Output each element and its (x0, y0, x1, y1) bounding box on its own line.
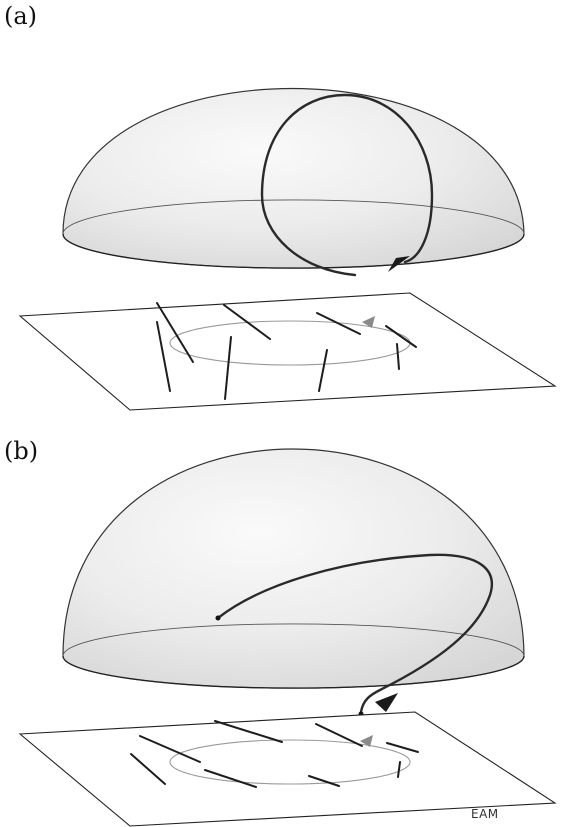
hemisphere-b (62, 448, 525, 689)
director-line (308, 775, 340, 787)
path-arrowhead-b (375, 693, 398, 712)
loop-curve-a (260, 93, 434, 277)
plane-b (18, 711, 557, 827)
director-field-a (156, 302, 417, 400)
panel-b: (b) EA (4, 437, 557, 827)
hemisphere-a-base-front (62, 233, 525, 269)
director-line (318, 349, 328, 392)
director-line (315, 723, 363, 747)
hemisphere-b-base-back (62, 623, 525, 657)
director-line (130, 753, 166, 785)
hemisphere-b-base-front (62, 655, 525, 689)
director-line (204, 769, 257, 788)
director-line (224, 336, 232, 400)
director-line (386, 742, 419, 753)
director-line (223, 304, 271, 340)
closed-loop-path-a (260, 93, 434, 277)
plane-a (18, 292, 557, 411)
hemisphere-a-base-back (62, 199, 525, 235)
loop-arrowhead-a (388, 256, 410, 272)
projected-arrow-a (362, 316, 375, 328)
path-curve-b (216, 553, 493, 714)
hemisphere-a-surface (62, 87, 525, 269)
director-line (156, 321, 171, 392)
panel-b-label: (b) (4, 437, 38, 465)
projected-arrow-b (360, 735, 373, 747)
director-line (385, 325, 417, 348)
director-line (396, 343, 400, 370)
path-start-point-b (215, 615, 221, 621)
director-line (214, 720, 283, 743)
hemisphere-a (62, 87, 525, 269)
director-line (139, 735, 201, 763)
projected-loop-b (169, 739, 411, 785)
artist-signature: EAM (471, 807, 499, 821)
director-line (316, 312, 361, 335)
hemisphere-b-surface (62, 448, 525, 689)
director-line (397, 761, 401, 778)
panel-a-label: (a) (4, 2, 37, 30)
director-line (156, 302, 194, 363)
plane-b-surface (18, 711, 557, 827)
director-field-b (130, 720, 419, 788)
panel-a: (a) (4, 2, 557, 411)
plane-a-surface (18, 292, 557, 411)
